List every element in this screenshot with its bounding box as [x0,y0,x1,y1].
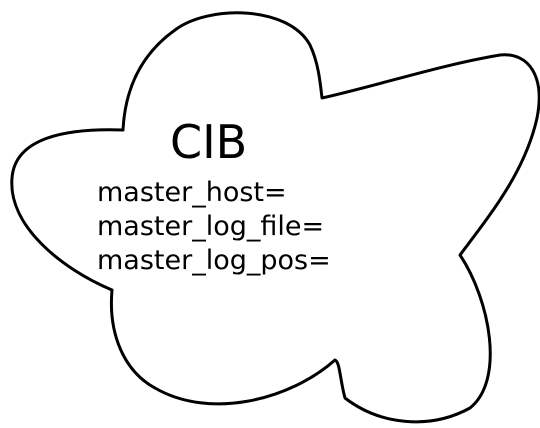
field-master-log-pos: master_log_pos= [97,245,331,276]
cib-title: CIB [170,115,248,169]
field-master-log-file: master_log_file= [97,211,325,242]
cloud-outline [10,11,540,424]
field-list: master_host= master_log_file= master_log… [97,176,331,278]
field-master-host: master_host= [97,177,287,208]
